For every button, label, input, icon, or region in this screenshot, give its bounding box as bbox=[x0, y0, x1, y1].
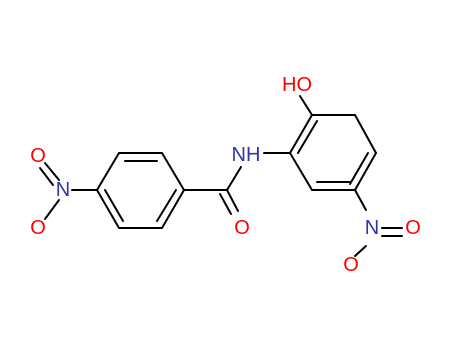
bond-left-ring-3 bbox=[161, 152, 185, 191]
bond-left-ring-inner-3 bbox=[156, 189, 177, 222]
bond-right-ring-to-nitro bbox=[354, 189, 367, 211]
bond-carbonyl-o-double bbox=[219, 193, 232, 215]
bond-left-nitro-o1-double bbox=[39, 167, 54, 186]
bond-right-ring-inner-1 bbox=[297, 120, 318, 154]
left-nitro-oxygen-label: O bbox=[30, 145, 46, 167]
bond-left-ring-4 bbox=[161, 189, 185, 229]
amide-nh-label: NH bbox=[232, 144, 261, 166]
bond-left-ring-1 bbox=[96, 152, 120, 191]
bond-right-ring-3 bbox=[354, 114, 377, 154]
bond-left-ring-6 bbox=[96, 189, 120, 229]
bond-right-ring-1 bbox=[289, 114, 313, 154]
bond-left-ring-inner-2 bbox=[104, 189, 124, 222]
right-nitro-oxygen-label: O bbox=[343, 254, 359, 276]
left-nitro-nitrogen-label: N bbox=[56, 179, 70, 201]
atom-labels: HO NH O N O O N O O bbox=[30, 74, 421, 276]
bond-left-nitro-o2 bbox=[44, 199, 60, 220]
bond-right-ring-4 bbox=[354, 152, 377, 191]
bonds bbox=[39, 95, 403, 257]
bond-carbonyl-o bbox=[226, 189, 239, 212]
bond-left-nitro-o1 bbox=[44, 162, 60, 181]
bond-right-nitro-o2 bbox=[354, 245, 367, 257]
left-nitro-oxygen-label: O bbox=[30, 217, 46, 239]
hydroxyl-label: HO bbox=[282, 74, 312, 96]
bond-right-ring-inner-2 bbox=[349, 152, 369, 185]
bond-right-ring-6 bbox=[289, 152, 313, 191]
right-nitro-oxygen-label: O bbox=[405, 217, 421, 239]
carbonyl-oxygen-label: O bbox=[234, 217, 250, 239]
right-nitro-nitrogen-label: N bbox=[365, 217, 379, 239]
bond-carbonyl-to-nh bbox=[226, 166, 242, 191]
bond-ring-to-hydroxyl bbox=[299, 95, 313, 116]
